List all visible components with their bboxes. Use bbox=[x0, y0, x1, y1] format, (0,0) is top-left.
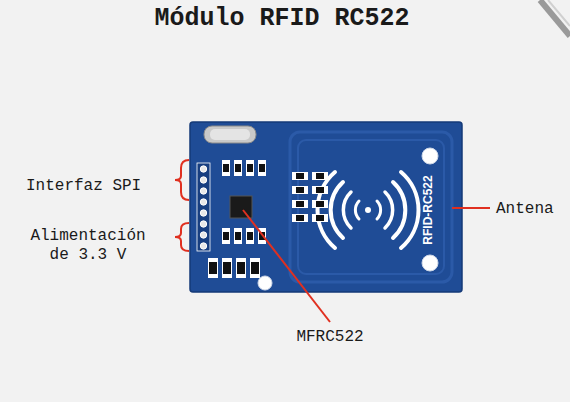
smd-part bbox=[208, 258, 218, 278]
antenna-arc bbox=[377, 201, 381, 219]
smd-part bbox=[234, 228, 242, 244]
smd-body bbox=[251, 262, 259, 274]
smd-part bbox=[222, 228, 230, 244]
smd-body bbox=[316, 215, 324, 221]
smd-body bbox=[316, 173, 324, 179]
antenna-arc bbox=[401, 172, 419, 248]
smd-part bbox=[246, 160, 254, 176]
antenna-arc bbox=[355, 201, 359, 219]
smd-part bbox=[234, 160, 242, 176]
title: Módulo RFID RC522 bbox=[154, 4, 409, 33]
smd-part bbox=[292, 214, 308, 222]
mounting-hole bbox=[258, 276, 272, 290]
callout-label: Antena bbox=[496, 200, 554, 218]
smd-part bbox=[312, 186, 328, 194]
pin-holes bbox=[200, 166, 206, 249]
antenna-trace bbox=[298, 140, 444, 274]
pin bbox=[200, 243, 206, 249]
antenna-symbol bbox=[317, 172, 418, 248]
crystal-top bbox=[210, 129, 250, 140]
bracket bbox=[175, 160, 189, 200]
smd-body bbox=[223, 164, 229, 172]
smd-body bbox=[237, 262, 245, 274]
smd-body bbox=[247, 232, 253, 240]
smd-part bbox=[292, 172, 308, 180]
antenna-dot bbox=[365, 207, 371, 213]
antenna-arc bbox=[385, 192, 393, 228]
smd-body bbox=[316, 187, 324, 193]
smd-part bbox=[258, 160, 266, 176]
smd-body bbox=[223, 232, 229, 240]
smd-body bbox=[235, 232, 241, 240]
pin bbox=[200, 232, 206, 238]
smd-part bbox=[246, 228, 254, 244]
antenna-arc bbox=[393, 182, 405, 238]
antenna-trace bbox=[290, 132, 452, 282]
callout-label: Interfaz SPI bbox=[26, 177, 141, 195]
smd-part bbox=[236, 258, 246, 278]
smd-body bbox=[296, 215, 304, 221]
pen-corner bbox=[540, 0, 570, 36]
smd-body bbox=[296, 173, 304, 179]
callout-label: Alimentación de 3.3 V bbox=[21, 227, 156, 265]
smd-part bbox=[222, 160, 230, 176]
pin bbox=[200, 210, 206, 216]
leader-line bbox=[452, 207, 490, 209]
smd-components bbox=[208, 160, 328, 278]
smd-part bbox=[250, 258, 260, 278]
pin bbox=[200, 166, 206, 172]
pin bbox=[200, 221, 206, 227]
mounting-hole bbox=[422, 148, 438, 164]
smd-part bbox=[292, 186, 308, 194]
smd-body bbox=[235, 164, 241, 172]
smd-body bbox=[296, 201, 304, 207]
pin-header bbox=[197, 163, 210, 251]
mounting-hole bbox=[422, 255, 438, 271]
smd-part bbox=[312, 200, 328, 208]
smd-bodies bbox=[209, 164, 324, 274]
mfrc522-chip bbox=[230, 196, 252, 218]
smd-body bbox=[296, 187, 304, 193]
smd-body bbox=[316, 201, 324, 207]
pin bbox=[200, 177, 206, 183]
antenna-arc bbox=[317, 172, 335, 248]
antenna-arc bbox=[343, 192, 351, 228]
smd-body bbox=[259, 164, 265, 172]
callout-label: MFRC522 bbox=[296, 328, 363, 346]
smd-part bbox=[292, 200, 308, 208]
pin bbox=[200, 188, 206, 194]
smd-part bbox=[222, 258, 232, 278]
bracket bbox=[175, 223, 189, 251]
smd-body bbox=[247, 164, 253, 172]
pcb-board bbox=[190, 122, 462, 292]
smd-pads bbox=[208, 160, 328, 278]
smd-part bbox=[312, 172, 328, 180]
antenna-arc bbox=[331, 182, 343, 238]
crystal bbox=[204, 126, 256, 143]
smd-body bbox=[223, 262, 231, 274]
smd-part bbox=[312, 214, 328, 222]
leader-line bbox=[243, 210, 330, 322]
smd-body bbox=[209, 262, 217, 274]
pen-body bbox=[540, 0, 570, 36]
pin bbox=[200, 199, 206, 205]
pen-highlight bbox=[548, 0, 570, 26]
board-silkscreen: RFID-RC522 bbox=[421, 175, 435, 244]
